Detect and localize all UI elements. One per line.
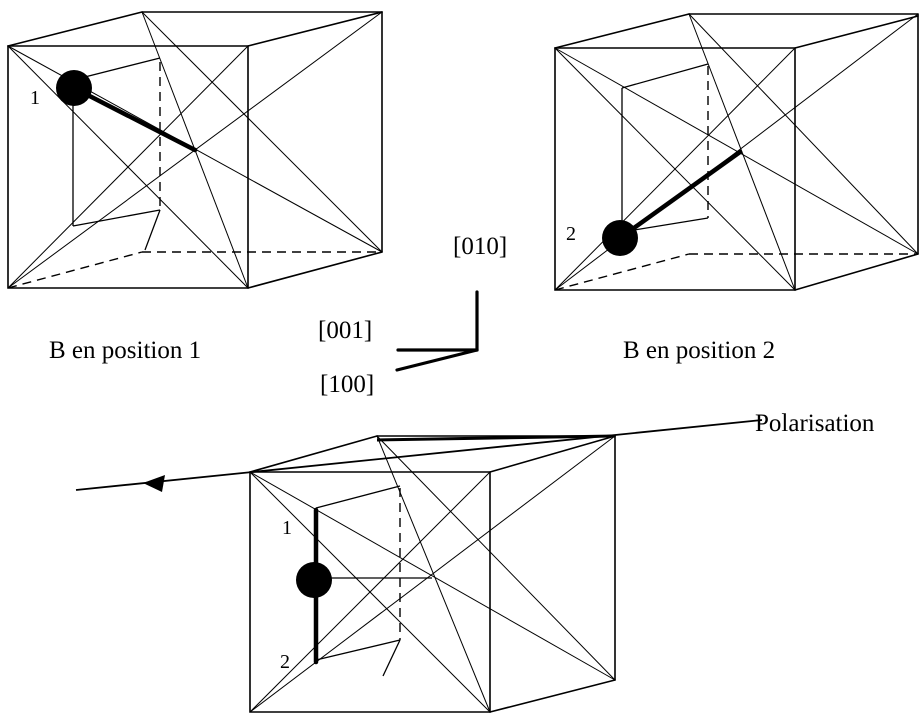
caption-position-2: B en position 2 (623, 337, 775, 364)
polarisation-label: Polarisation (755, 410, 875, 437)
caption-position-1: B en position 1 (49, 337, 201, 364)
atom-b-site-2 (602, 220, 638, 256)
axis-label-010: [010] (453, 233, 507, 260)
cube-polarised: 1 2 (249, 435, 616, 713)
atom-b-site-1 (56, 70, 92, 106)
crystal-axes: [010] [001] [100] (318, 233, 507, 398)
atom-b-center (296, 562, 332, 598)
site-label-1: 1 (30, 87, 40, 109)
axis-label-001: [001] (318, 317, 372, 344)
cube-position-2: 2 (554, 13, 919, 291)
site-label-2: 2 (280, 651, 290, 673)
axis-label-100: [100] (320, 371, 374, 398)
site-label-1: 1 (282, 517, 292, 539)
cube-position-1: 1 (7, 11, 383, 289)
polarisation-arrow (75, 419, 763, 492)
site-label-2: 2 (566, 223, 576, 245)
